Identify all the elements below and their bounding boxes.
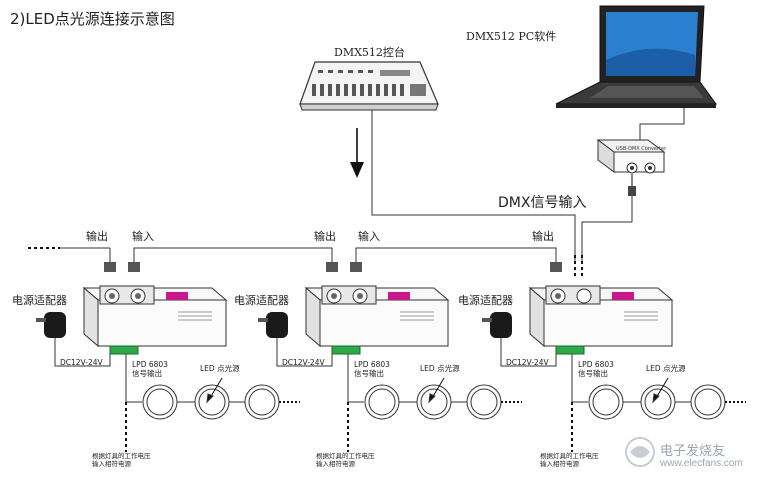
watermark-url: www.elecfans.com [660, 458, 743, 469]
laptop [555, 5, 717, 108]
unit2-power-note: 根据灯具的工作电压 输入相符电源 [316, 452, 375, 468]
power-adapter-1 [36, 312, 111, 367]
unit3-led-label: LED 点光源 [646, 364, 686, 373]
led-chain-3 [571, 354, 746, 452]
unit1-output-label: 输出 [86, 230, 108, 243]
power-adapter-3 [482, 312, 557, 367]
unit3-output-label: 输出 [532, 230, 554, 243]
unit2-adapter-label: 电源适配器 [234, 294, 289, 307]
unit3-adapter-label: 电源适配器 [458, 294, 513, 307]
controller-unit-3 [528, 262, 674, 355]
unit2-output-label: 输出 [314, 230, 336, 243]
unit2-lpd-label: LPD 6803 信号输出 [354, 360, 390, 378]
watermark-logo [625, 437, 655, 467]
unit1-adapter-label: 电源适配器 [12, 294, 67, 307]
unit3-power-note: 根据灯具的工作电压 输入相符电源 [540, 452, 599, 468]
unit1-lpd-label: LPD 6803 信号输出 [132, 360, 168, 378]
watermark-cn: 电子发烧友 [660, 443, 726, 458]
dmx-input-label: DMX信号输入 [498, 195, 587, 211]
page-title: 2)LED点光源连接示意图 [10, 10, 175, 28]
controller-unit-2 [304, 262, 450, 355]
controller-unit-1 [82, 262, 228, 355]
converter-label: USB-DMX Converter [616, 146, 667, 152]
dmx-console [299, 61, 439, 111]
unit2-dc-label: DC12V-24V [282, 358, 325, 367]
pc-software-label: DMX512 PC软件 [466, 30, 557, 43]
unit3-dc-label: DC12V-24V [506, 358, 549, 367]
console-label: DMX512控台 [334, 46, 405, 59]
unit3-lpd-label: LPD 6803 信号输出 [578, 360, 614, 378]
led-chain-2 [347, 354, 522, 452]
power-adapter-2 [258, 312, 333, 367]
unit2-input-label: 输入 [358, 230, 380, 243]
unit2-led-label: LED 点光源 [420, 364, 460, 373]
led-chain-1 [125, 354, 300, 452]
unit1-power-note: 根据灯具的工作电压 输入相符电源 [92, 452, 151, 468]
unit1-led-label: LED 点光源 [200, 364, 240, 373]
unit1-input-label: 输入 [132, 230, 154, 243]
unit1-dc-label: DC12V-24V [60, 358, 103, 367]
usb-dmx-converter: USB-DMX Converter [596, 139, 667, 174]
